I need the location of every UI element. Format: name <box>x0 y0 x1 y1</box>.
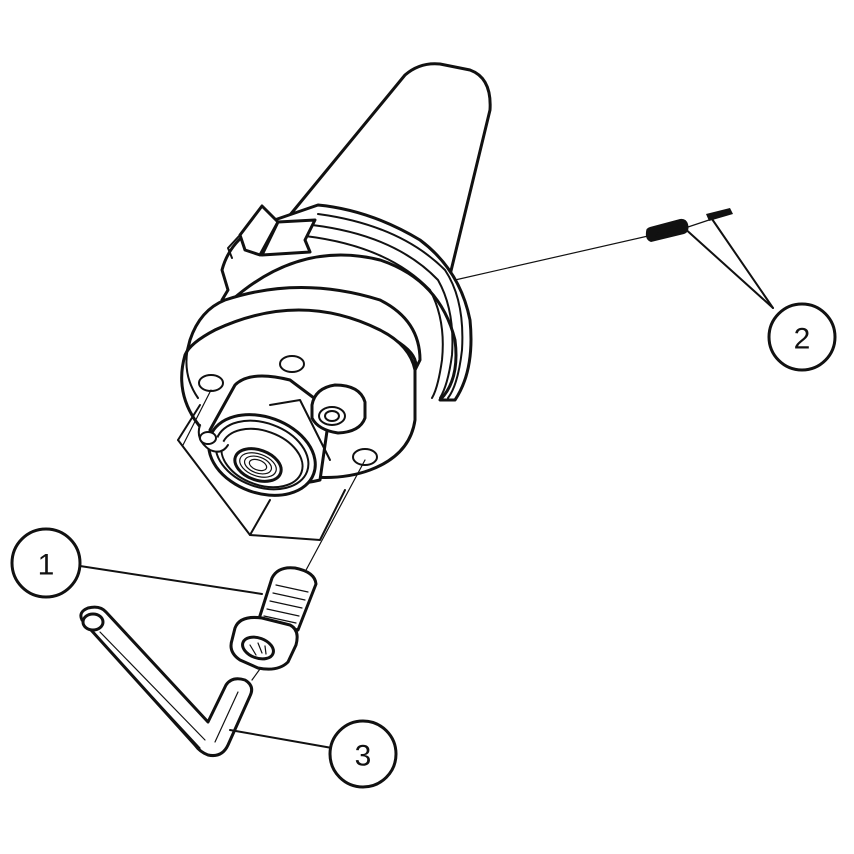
set-screws <box>645 208 733 242</box>
callout-number: 2 <box>794 323 811 356</box>
callout-1: 1 <box>10 527 82 599</box>
callout-circle <box>767 302 837 372</box>
callout-circle <box>328 719 398 789</box>
callout-2: 2 <box>767 302 837 372</box>
callout-number: 3 <box>355 740 372 773</box>
cap-screw <box>229 566 318 671</box>
callout-3: 3 <box>328 719 398 789</box>
mounting-hole <box>279 355 305 373</box>
adapter-body <box>177 286 422 541</box>
mounting-hole <box>198 374 224 392</box>
callout-number: 1 <box>38 549 55 582</box>
assembly-lines <box>182 218 713 681</box>
flange-collar <box>220 203 473 402</box>
mounting-hole <box>352 448 378 466</box>
callout-circle <box>10 527 82 599</box>
hex-key <box>79 605 254 757</box>
callout-leaders <box>79 218 774 749</box>
